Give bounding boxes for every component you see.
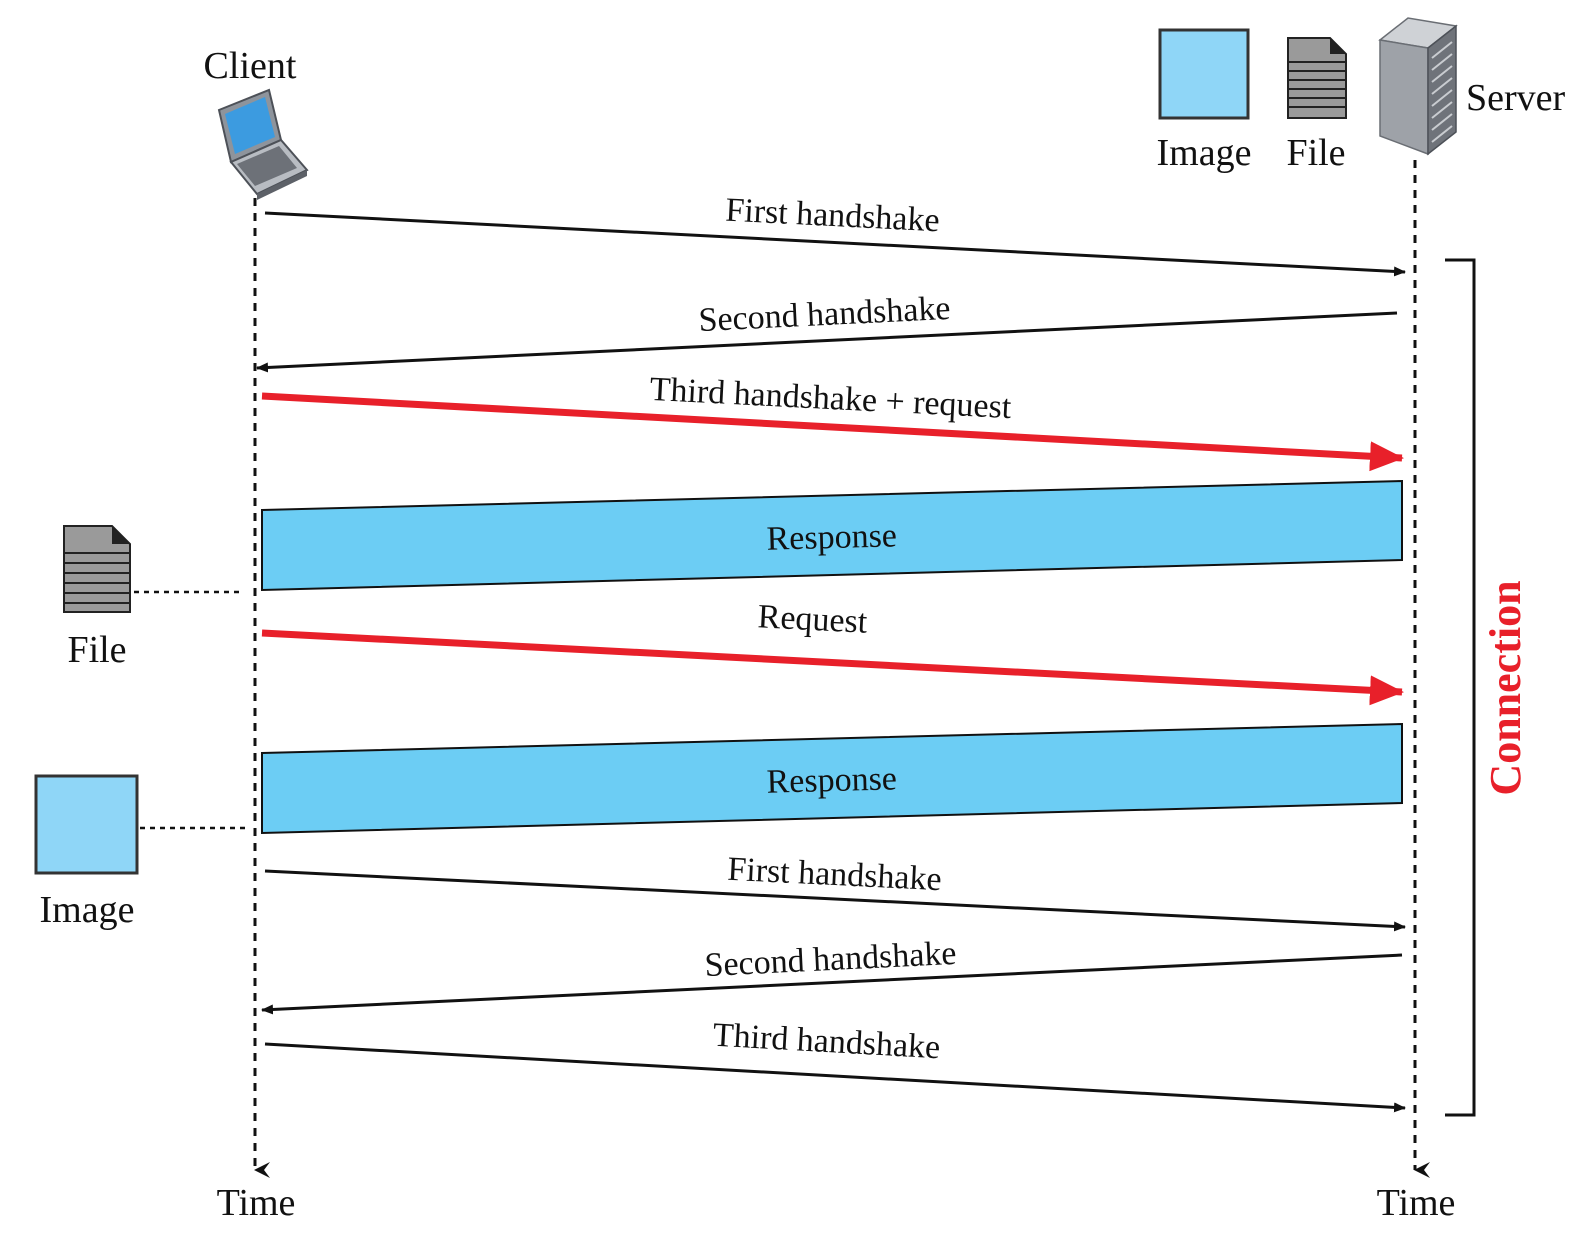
third-handshake-close-arrow [264, 1042, 1406, 1113]
response-file-band [261, 479, 1403, 592]
third-handshake-request-arrow [261, 392, 1404, 472]
response-image-label: Response [766, 760, 897, 800]
server-time-label: Time [1377, 1182, 1456, 1224]
client-image-label: Image [40, 889, 135, 931]
server-file-label: File [1286, 132, 1345, 174]
second-handshake-close-label: Second handshake [704, 935, 958, 984]
first-handshake-arrow [264, 211, 1406, 277]
first-handshake-label: First handshake [725, 192, 941, 240]
response-image-band [261, 722, 1403, 835]
client-file-icon [63, 525, 131, 613]
server-image-label: Image [1157, 132, 1252, 174]
second-handshake-close-arrow [261, 953, 1403, 1015]
server-label: Server [1466, 77, 1566, 119]
request-arrow [261, 629, 1404, 706]
server-image-icon [1158, 28, 1250, 120]
response-file-label: Response [766, 517, 897, 557]
second-handshake-arrow [256, 311, 1398, 373]
client-image-icon [34, 774, 139, 875]
second-handshake-label: Second handshake [698, 290, 952, 339]
first-handshake-close-label: First handshake [727, 851, 943, 898]
request-label: Request [757, 598, 869, 641]
client-time-label: Time [217, 1182, 296, 1224]
first-handshake-close-arrow [264, 869, 1406, 932]
laptop-icon [217, 88, 309, 200]
connection-label: Connection [1481, 580, 1530, 795]
client-file-label: File [67, 629, 126, 671]
client-label: Client [204, 45, 297, 87]
server-file-icon [1287, 37, 1347, 119]
connection-bracket [1445, 258, 1476, 1117]
server-icon [1378, 17, 1458, 156]
third-handshake-close-label: Third handshake [712, 1017, 941, 1067]
